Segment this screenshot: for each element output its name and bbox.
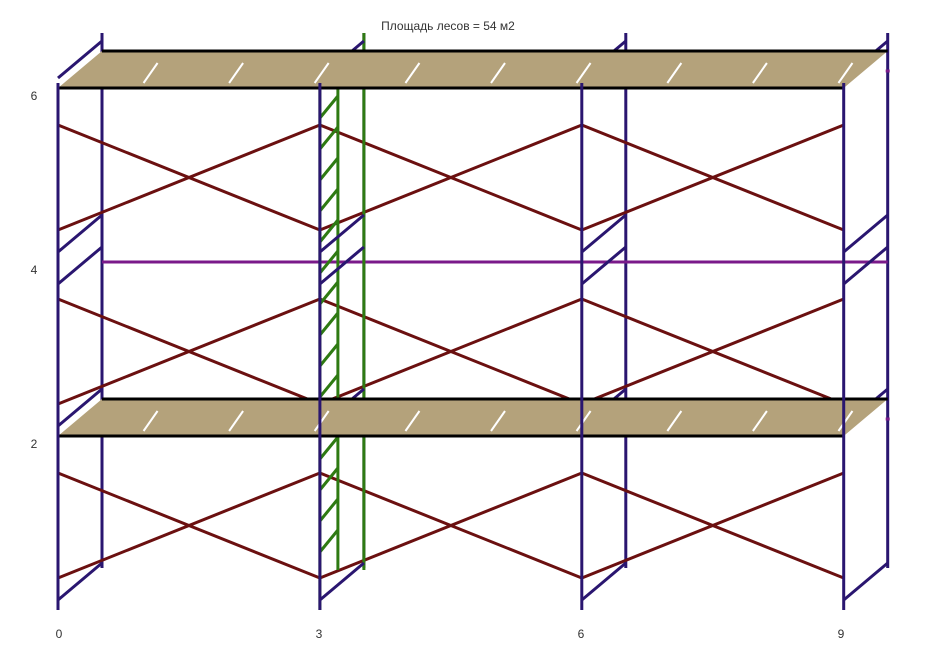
joint-diag-3-0 xyxy=(318,561,365,602)
page-title: Площадь лесов = 54 м2 xyxy=(381,19,515,33)
joint-diag-0-6 xyxy=(57,39,103,80)
ladder-rung-6 xyxy=(318,281,340,305)
joint-diag-0-4 xyxy=(57,213,103,254)
joint-diag-low-3 xyxy=(318,245,365,286)
deck-6 xyxy=(58,51,888,88)
ladder-rung-1 xyxy=(318,126,340,150)
joint-diag-6-0 xyxy=(580,561,627,602)
plank-mark-2-1-3 xyxy=(575,410,592,432)
ladder-rung-0 xyxy=(318,95,340,119)
y-tick-2: 2 xyxy=(30,437,38,451)
brace-b-2-0 xyxy=(581,471,845,580)
joint-diag-low-9 xyxy=(842,245,889,286)
joint-diag-0-2 xyxy=(57,387,103,428)
ladder-rung-9 xyxy=(318,374,340,398)
ladder-rung-3 xyxy=(318,188,340,212)
x-tick-3: 3 xyxy=(315,627,323,641)
plank-mark-6-0-2 xyxy=(228,62,244,84)
plank-mark-6-0-3 xyxy=(313,62,330,84)
plank-mark-2-2-2 xyxy=(752,410,768,432)
ladder-rung-5 xyxy=(318,250,340,274)
plank-mark-2-1-2 xyxy=(490,410,506,432)
plank-mark-6-2-3 xyxy=(837,62,854,84)
ladder-rung-13 xyxy=(318,498,340,522)
joint-diag-9-0 xyxy=(842,561,889,602)
ladder-rung-14 xyxy=(318,529,340,553)
joint-diag-low-6 xyxy=(580,245,627,286)
brace-b-0-0 xyxy=(57,471,321,580)
y-tick-4: 4 xyxy=(30,263,38,277)
x-tick-6: 6 xyxy=(577,627,585,641)
joint-diag-3-4 xyxy=(318,213,365,254)
plank-mark-6-1-3 xyxy=(575,62,592,84)
ladder-rung-2 xyxy=(318,157,340,181)
plank-mark-2-2-1 xyxy=(666,410,683,432)
ladder-rung-4 xyxy=(318,219,340,243)
plank-mark-2-0-3 xyxy=(313,410,330,432)
ladder-rung-7 xyxy=(318,312,340,336)
plank-mark-6-1-1 xyxy=(404,62,421,84)
ladder-rung-8 xyxy=(318,343,340,367)
brace-b-0-1 xyxy=(57,297,321,406)
plank-mark-2-0-2 xyxy=(228,410,244,432)
ladder-rung-11 xyxy=(318,436,340,460)
brace-b-2-2 xyxy=(581,123,845,232)
x-tick-9: 9 xyxy=(837,627,845,641)
y-tick-6: 6 xyxy=(30,89,38,103)
joint-diag-low-0 xyxy=(57,245,103,286)
joint-diag-0-0 xyxy=(57,561,103,602)
x-tick-0: 0 xyxy=(55,627,63,641)
plank-mark-6-2-1 xyxy=(666,62,683,84)
plank-mark-6-1-2 xyxy=(490,62,506,84)
joint-diag-6-4 xyxy=(580,213,627,254)
ladder-rung-12 xyxy=(318,467,340,491)
plank-mark-2-1-1 xyxy=(404,410,421,432)
plank-mark-2-0-1 xyxy=(142,410,159,432)
plank-mark-6-2-2 xyxy=(752,62,768,84)
plank-mark-2-2-3 xyxy=(837,410,854,432)
deck-2 xyxy=(58,399,888,436)
brace-b-0-2 xyxy=(57,123,321,232)
joint-diag-9-4 xyxy=(842,213,889,254)
brace-b-2-1 xyxy=(581,297,845,406)
plank-mark-6-0-1 xyxy=(142,62,159,84)
